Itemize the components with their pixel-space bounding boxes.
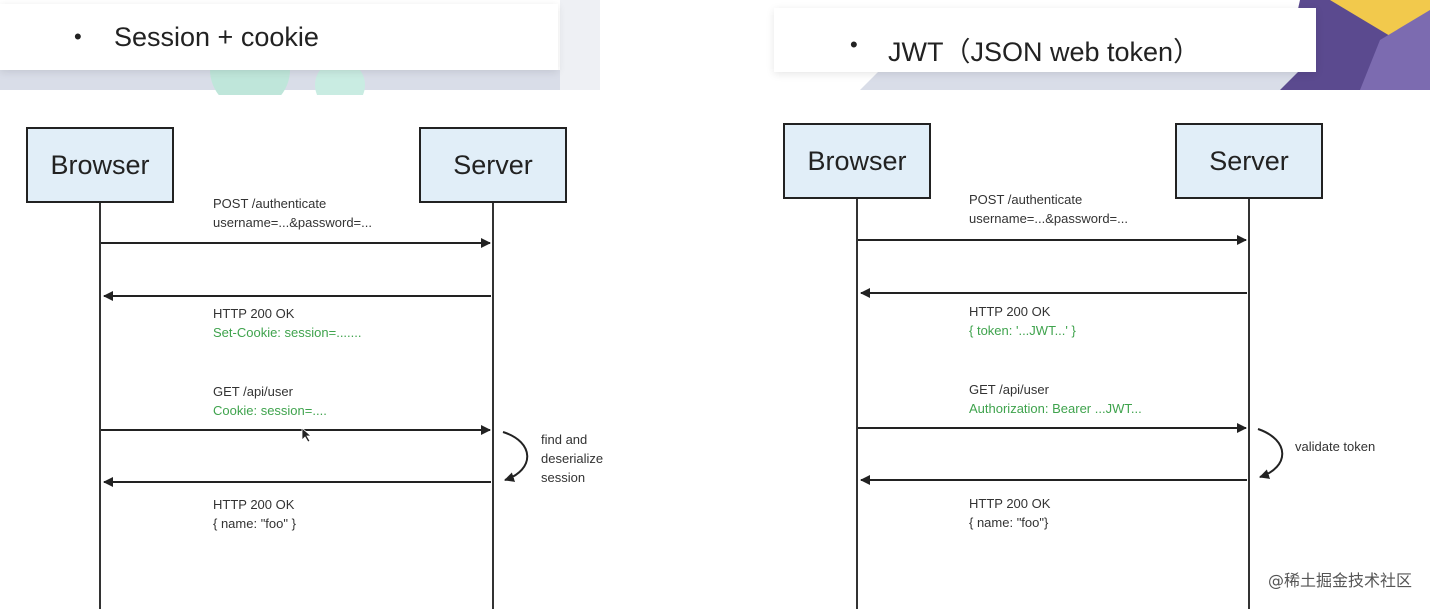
note-line: find and bbox=[541, 432, 588, 447]
message-line: { name: "foo"} bbox=[969, 515, 1049, 530]
right-title-bar: • JWT（JSON web token） bbox=[774, 8, 1316, 72]
right-message-4: HTTP 200 OK { name: "foo"} bbox=[969, 494, 1050, 532]
message-line-green: Authorization: Bearer ...JWT... bbox=[969, 401, 1142, 416]
message-line: HTTP 200 OK bbox=[969, 304, 1051, 319]
note-line: session bbox=[541, 470, 586, 485]
message-line: HTTP 200 OK bbox=[213, 306, 295, 321]
right-message-2: HTTP 200 OK { token: '...JWT...' } bbox=[969, 302, 1076, 340]
bullet: • bbox=[74, 24, 82, 49]
note-line: validate token bbox=[1295, 439, 1376, 454]
right-server-box: Server bbox=[1175, 123, 1323, 199]
message-line: { name: "foo" } bbox=[213, 516, 296, 531]
right-browser-lifeline bbox=[856, 199, 858, 609]
left-server-box: Server bbox=[419, 127, 567, 203]
left-server-note: find and deserialize session bbox=[541, 430, 603, 487]
message-line: username=...&password=... bbox=[969, 211, 1128, 226]
right-server-note: validate token bbox=[1295, 437, 1375, 456]
left-message-1: POST /authenticate username=...&password… bbox=[213, 194, 372, 232]
left-server-lifeline bbox=[492, 203, 494, 609]
message-line: POST /authenticate bbox=[213, 196, 327, 211]
left-browser-lifeline bbox=[99, 203, 101, 609]
message-line: username=...&password=... bbox=[213, 215, 372, 230]
message-line: HTTP 200 OK bbox=[213, 497, 295, 512]
note-line: deserialize bbox=[541, 451, 604, 466]
left-browser-box: Browser bbox=[26, 127, 174, 203]
left-title: Session + cookie bbox=[114, 22, 319, 52]
watermark: @稀土掘金技术社区 bbox=[1267, 571, 1412, 590]
right-title: JWT（JSON web token） bbox=[888, 37, 1201, 67]
message-line: GET /api/user bbox=[213, 384, 293, 399]
message-line-green: Cookie: session=.... bbox=[213, 403, 327, 418]
left-message-2: HTTP 200 OK Set-Cookie: session=....... bbox=[213, 304, 361, 342]
right-browser-box: Browser bbox=[783, 123, 931, 199]
mouse-cursor-icon bbox=[301, 427, 313, 443]
message-line: HTTP 200 OK bbox=[969, 496, 1051, 511]
left-message-3: GET /api/user Cookie: session=.... bbox=[213, 382, 327, 420]
right-message-1: POST /authenticate username=...&password… bbox=[969, 190, 1128, 228]
left-title-bar: • Session + cookie bbox=[0, 4, 558, 70]
left-server-loop-arrow bbox=[502, 431, 529, 482]
left-message-4: HTTP 200 OK { name: "foo" } bbox=[213, 495, 296, 533]
message-line-green: { token: '...JWT...' } bbox=[969, 323, 1076, 338]
message-line-green: Set-Cookie: session=....... bbox=[213, 325, 362, 340]
message-line: GET /api/user bbox=[969, 382, 1049, 397]
bullet: • bbox=[850, 32, 858, 57]
right-message-3: GET /api/user Authorization: Bearer ...J… bbox=[969, 380, 1142, 418]
right-server-loop-arrow bbox=[1257, 428, 1284, 479]
message-line: POST /authenticate bbox=[969, 192, 1083, 207]
right-server-lifeline bbox=[1248, 199, 1250, 609]
